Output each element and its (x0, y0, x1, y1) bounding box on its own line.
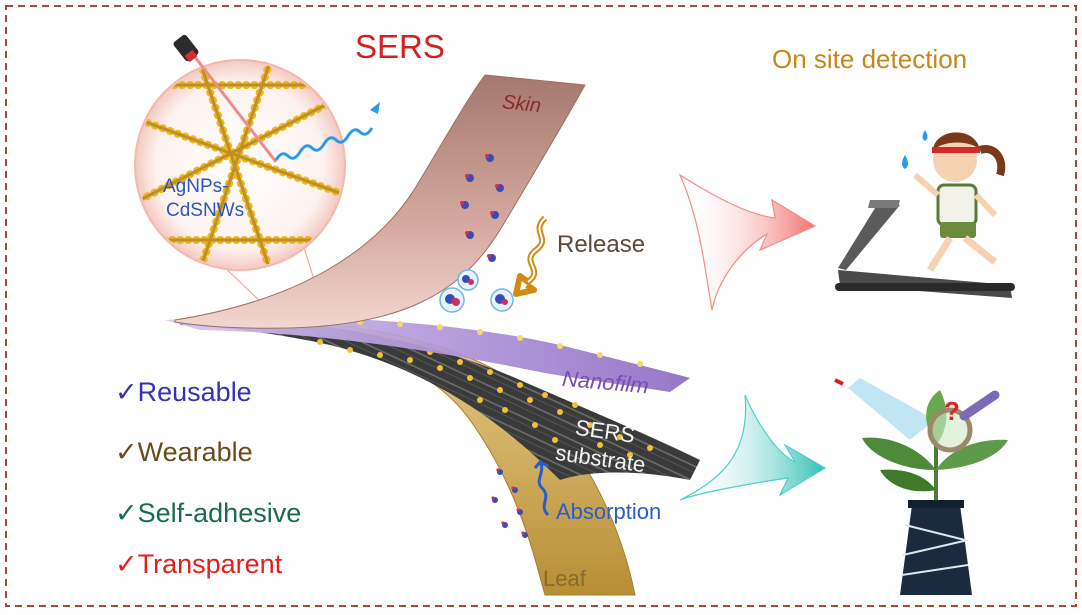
absorption-label: Absorption (556, 499, 661, 524)
skin-molecules (460, 154, 504, 262)
release-label: Release (557, 231, 645, 258)
nanowire-zoom-circle (134, 59, 346, 271)
feature-list: ✓Reusable ✓Wearable ✓Self-adhesive ✓Tran… (115, 377, 301, 579)
substrate-nanoparticles (317, 339, 653, 458)
released-droplets (439, 269, 514, 313)
girl-on-treadmill-icon (835, 130, 1015, 298)
lower-arrow (679, 394, 827, 501)
leaf-label: Leaf (543, 566, 587, 591)
nanofilm-layer (165, 317, 690, 392)
potted-plant-with-magnifier-icon: ? (834, 378, 1008, 595)
absorption-molecules (491, 468, 528, 538)
nanowire-label-line2: CdSNWs (166, 200, 244, 221)
laser-pen-icon (173, 34, 278, 163)
raman-scatter-wave (274, 127, 374, 161)
feature-transparent: ✓Transparent (115, 549, 283, 579)
sers-substrate-layer (180, 317, 700, 480)
sers-title: SERS (355, 28, 445, 65)
nanowire-label-line1: AgNPs- (163, 176, 228, 197)
upper-arrow (678, 173, 817, 311)
feature-wearable: ✓Wearable (115, 437, 253, 467)
absorption-arrow (533, 459, 550, 517)
on-site-detection-heading: On site detection (772, 44, 967, 74)
skin-layer (174, 74, 586, 329)
skin-label: Skin (501, 91, 542, 117)
dashed-border (5, 5, 1077, 607)
feature-self-adhesive: ✓Self-adhesive (115, 498, 301, 528)
feature-reusable: ✓Reusable (115, 377, 252, 407)
svg-text:?: ? (944, 396, 960, 426)
